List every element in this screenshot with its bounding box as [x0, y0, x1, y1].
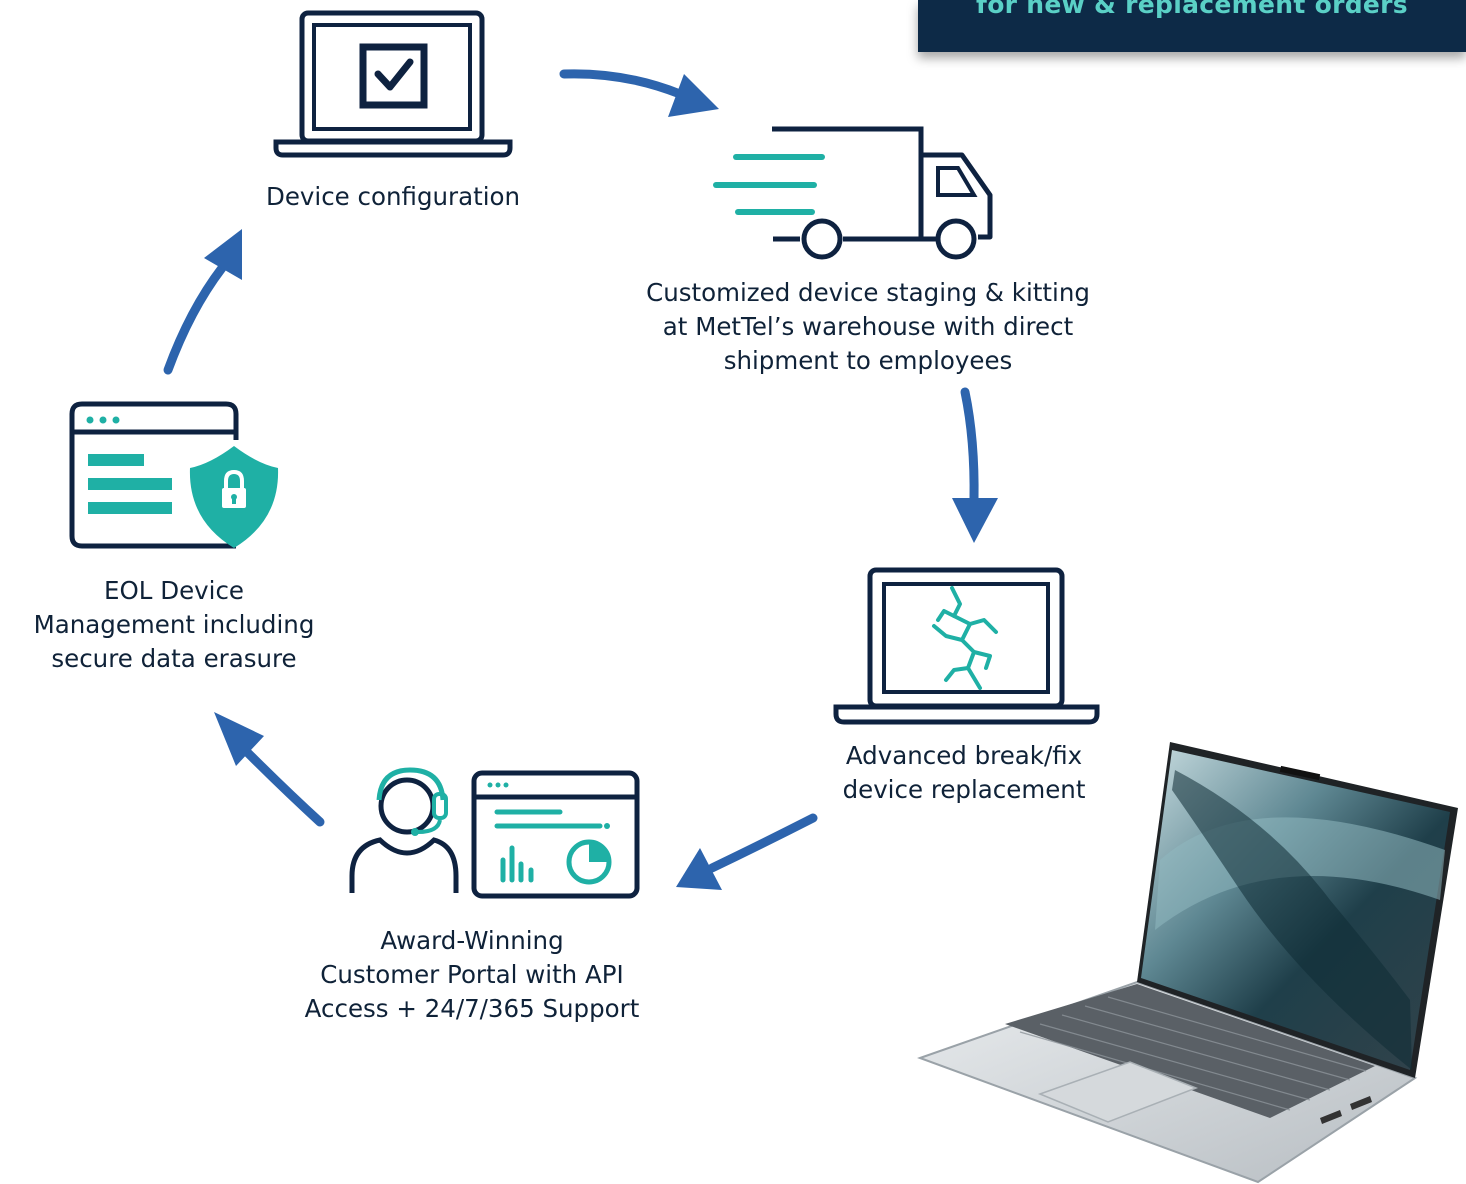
- header-banner: for new & replacement orders: [918, 0, 1466, 52]
- support-agent-dashboard-icon: [349, 767, 640, 899]
- label-line: shipment to employees: [723, 346, 1013, 375]
- label-line: device replacement: [842, 775, 1086, 804]
- delivery-truck-icon: [713, 126, 993, 260]
- label-device-configuration: Device configuration: [243, 180, 543, 214]
- laptop-checkbox-icon: [273, 10, 513, 158]
- laptop-photo: [917, 742, 1458, 1184]
- label-line: Management including: [33, 610, 315, 639]
- label-eol-management: EOL Device Management including secure d…: [0, 574, 348, 676]
- label-break-fix: Advanced break/fix device replacement: [804, 739, 1124, 807]
- banner-text: for new & replacement orders: [976, 0, 1408, 19]
- label-line: secure data erasure: [51, 644, 297, 673]
- flow-arrow-portal-to-eol: [214, 712, 325, 827]
- label-line: at MetTel’s warehouse with direct: [662, 312, 1074, 341]
- label-line: Customer Portal with API: [320, 960, 624, 989]
- label-line: EOL Device: [104, 576, 244, 605]
- label-customer-portal: Award-Winning Customer Portal with API A…: [262, 924, 682, 1026]
- label-line: Access + 24/7/365 Support: [304, 994, 640, 1023]
- label-line: Advanced break/fix: [845, 741, 1083, 770]
- label-staging-kitting: Customized device staging & kitting at M…: [598, 276, 1138, 378]
- flow-arrow-config-to-staging: [559, 69, 719, 117]
- label-line: Customized device staging & kitting: [646, 278, 1090, 307]
- label-line: Award-Winning: [380, 926, 564, 955]
- flow-arrow-breakfix-to-portal: [676, 813, 818, 890]
- browser-shield-lock-icon: [69, 401, 279, 549]
- label-line: Device configuration: [265, 182, 521, 211]
- flow-arrow-eol-to-config: [163, 229, 242, 375]
- flow-arrow-staging-to-breakfix: [952, 387, 998, 543]
- cracked-laptop-icon: [833, 567, 1100, 725]
